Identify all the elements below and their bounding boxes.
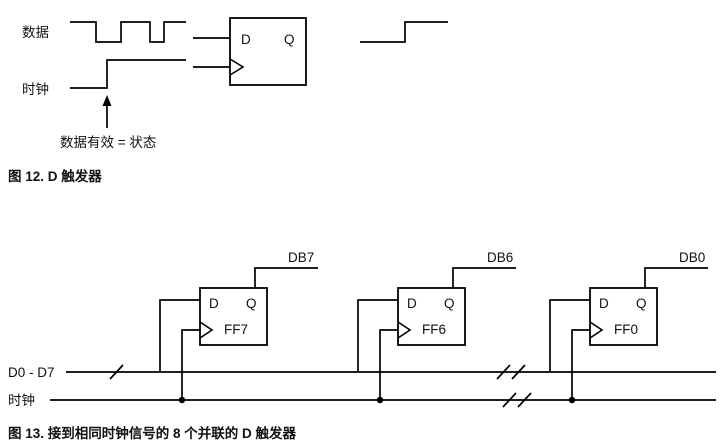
fig13-ff7: D Q FF7 DB7 (159, 250, 318, 404)
fig13-ff6: D Q FF6 DB6 (357, 250, 516, 404)
fig12-data-label: 数据 (22, 25, 49, 40)
fig13-ff0-name: FF0 (614, 322, 638, 337)
fig13-ff0-clock-junction-dot (568, 396, 576, 404)
fig13-ff0-clock-tap-line (571, 329, 590, 400)
fig12-output-waveform (360, 21, 448, 43)
fig13-ff7-name: FF7 (224, 322, 248, 337)
fig12-ff-d-label: D (241, 32, 251, 47)
fig13-ff6-d-label: D (407, 296, 417, 311)
fig12-clock-waveform (70, 59, 186, 89)
fig13-ff6-clock-tap-line (379, 329, 398, 400)
fig13-ff6-clock-junction-dot (376, 396, 384, 404)
fig13-ff7-q-label: Q (246, 296, 257, 311)
fig12-flipflop-box (229, 17, 307, 86)
fig13-ff7-clock-junction-dot (178, 396, 186, 404)
fig13-ff7-d-label: D (209, 296, 219, 311)
figure-12: 数据 时钟 D Q 数据有效 = 状态 图 12. D 触发器 (8, 17, 448, 184)
fig13-ff6-output-label: DB6 (487, 250, 513, 265)
fig13-ff6-box (397, 287, 466, 346)
fig13-clock-label: 时钟 (8, 392, 35, 408)
fig13-ff6-q-label: Q (444, 296, 455, 311)
fig13-ff7-output-label: DB7 (288, 250, 314, 265)
fig13-ff0-clock-edge-triangle-icon (589, 321, 604, 339)
fig13-bus-width-slash-icon (109, 364, 124, 380)
fig13-ff0-output-label: DB0 (679, 250, 705, 265)
fig12-valid-edge-arrow-icon (102, 95, 112, 106)
fig13-ff0: D Q FF0 DB0 (549, 250, 708, 404)
fig13-ff0-q-label: Q (636, 296, 647, 311)
fig12-ff-q-label: Q (284, 32, 295, 47)
fig13-ff7-box (199, 287, 268, 346)
fig12-data-waveform (70, 21, 186, 43)
fig13-ff0-data-tap-line (549, 299, 590, 372)
fig13-clock-line-break-icon (502, 392, 532, 408)
fig13-ff6-clock-edge-triangle-icon (397, 321, 412, 339)
fig13-data-bus-break-icon (496, 364, 526, 380)
fig12-clock-label: 时钟 (22, 81, 49, 97)
fig13-ff7-output-line (254, 267, 318, 288)
fig13-ff7-data-tap-line (159, 299, 200, 372)
fig13-ff6-name: FF6 (422, 322, 446, 337)
fig13-ff0-d-label: D (599, 296, 609, 311)
fig13-bus-label: D0 - D7 (8, 365, 55, 380)
fig13-caption: 图 13. 接到相同时钟信号的 8 个并联的 D 触发器 (8, 425, 297, 441)
fig13-ff6-output-line (452, 267, 516, 288)
fig13-ff0-box (589, 287, 658, 346)
fig13-ff7-clock-tap-line (181, 329, 200, 400)
fig12-annotation: 数据有效 = 状态 (60, 135, 156, 150)
fig12-caption: 图 12. D 触发器 (8, 168, 102, 184)
fig13-ff0-output-line (644, 267, 708, 288)
fig13-ff7-clock-edge-triangle-icon (199, 321, 214, 339)
fig12-clock-edge-triangle-icon (229, 58, 245, 76)
fig13-ff6-data-tap-line (357, 299, 398, 372)
figure-13: D Q FF7 DB7 D Q FF6 DB6 (8, 250, 716, 441)
